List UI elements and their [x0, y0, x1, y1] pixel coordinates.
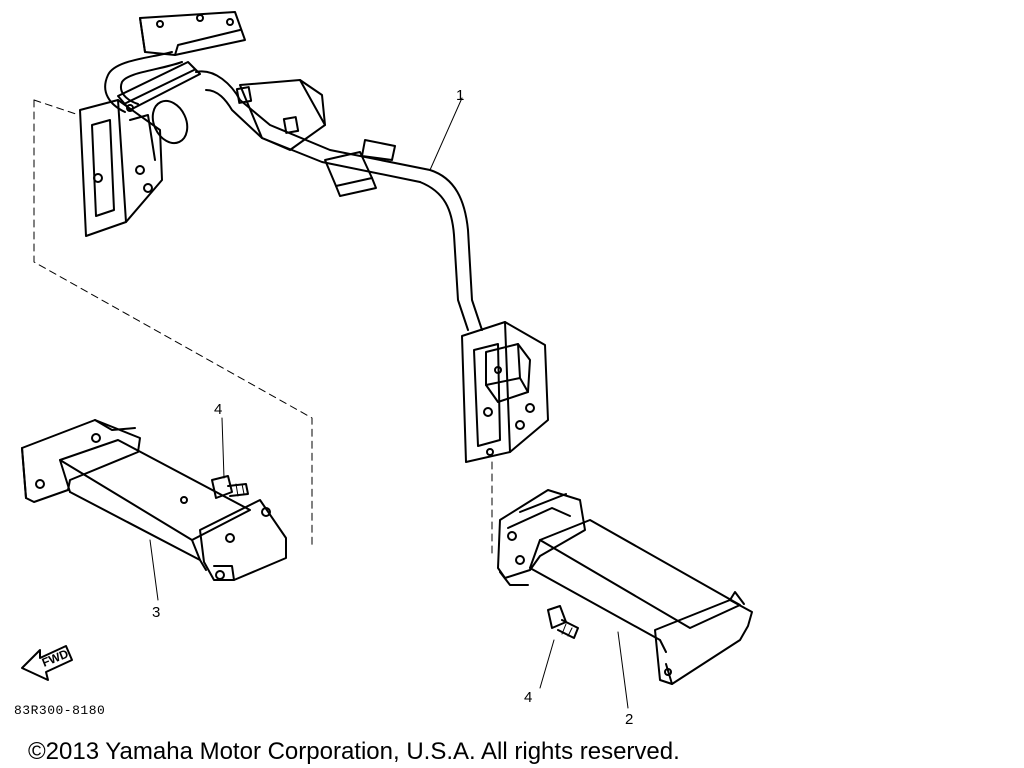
frame-tube-assembly [79, 11, 549, 463]
left-lower-bracket [21, 419, 287, 581]
callout-part-2: 2 [625, 711, 634, 728]
callout-part-3: 3 [152, 604, 161, 621]
leader-lines [33, 97, 629, 709]
bolt-right [547, 605, 579, 639]
right-lower-bracket [497, 489, 753, 685]
callout-part-1: 1 [456, 87, 465, 104]
callout-part-4-right: 4 [524, 689, 533, 706]
callout-part-4-left: 4 [214, 401, 223, 418]
bolt-left [211, 475, 249, 499]
fwd-arrow-icon: FWD [21, 645, 73, 681]
copyright-notice: ©2013 Yamaha Motor Corporation, U.S.A. A… [28, 738, 680, 765]
drawing-code: 83R300-8180 [14, 703, 106, 718]
